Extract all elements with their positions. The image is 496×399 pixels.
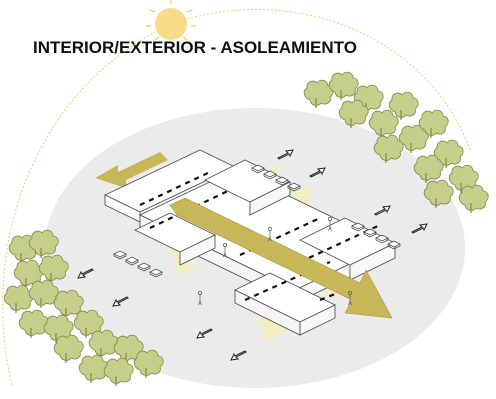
main-axis-arrow-back	[95, 152, 168, 188]
tree-icon	[103, 357, 134, 387]
tree-icon	[78, 354, 109, 384]
tree-icon	[328, 71, 359, 101]
diagram-title: INTERIOR/EXTERIOR - ASOLEAMIENTO	[33, 38, 357, 57]
tree-icon	[3, 284, 34, 314]
tree-icon	[53, 334, 84, 364]
main-axis-arrow	[169, 197, 393, 319]
tree-icon	[458, 184, 489, 214]
building-volumes	[103, 149, 397, 336]
tree-icon	[18, 309, 49, 339]
sun-icon	[146, 0, 196, 41]
